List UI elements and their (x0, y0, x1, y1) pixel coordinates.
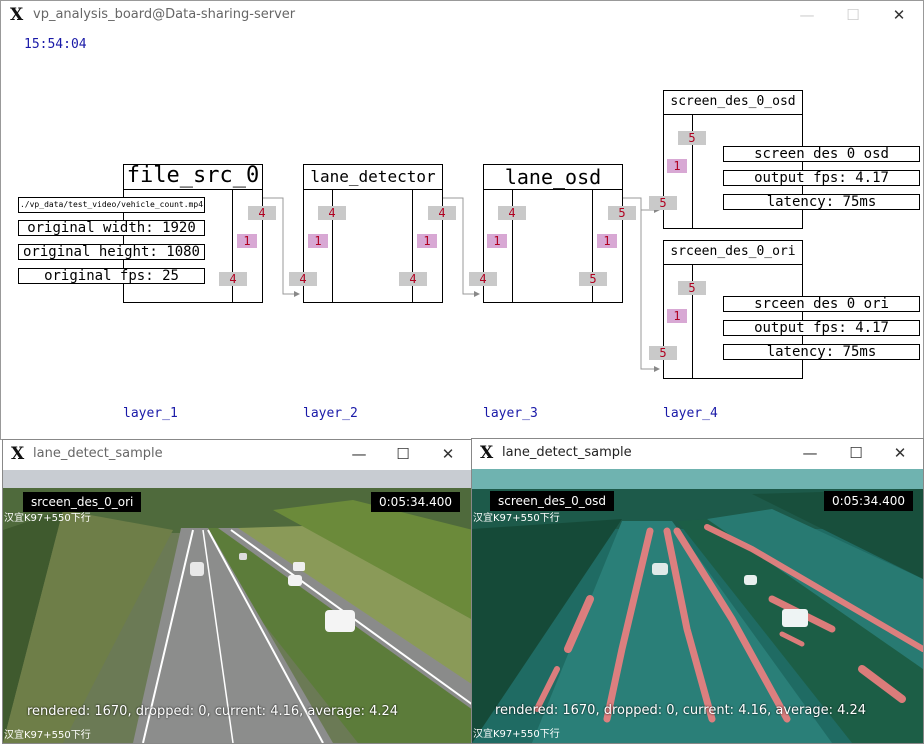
x11-app-icon: X (10, 5, 24, 25)
divider (304, 189, 442, 190)
port-badge: 4 (428, 206, 456, 220)
video-titlebar[interactable]: X lane_detect_sample — ☐ ✕ (472, 439, 923, 467)
prop-file-path: ./vp_data/test_video/vehicle_count.mp4 (18, 197, 205, 213)
port-badge: 1 (597, 234, 617, 248)
prop-original-height: original_height: 1080 (18, 244, 205, 260)
port-badge: 1 (667, 309, 687, 323)
port-badge: 4 (248, 206, 276, 220)
prop-screen-ori-latency: latency: 75ms (723, 344, 920, 360)
port-badge: 5 (649, 196, 677, 210)
port-badge: 5 (608, 206, 636, 220)
close-button[interactable]: ✕ (893, 444, 907, 462)
layer-label-4: layer_4 (663, 406, 718, 421)
main-titlebar[interactable]: X vp_analysis_board@Data-sharing-server … (1, 1, 923, 29)
render-stats: rendered: 1670, dropped: 0, current: 4.1… (27, 704, 399, 719)
prop-screen-ori-name: srceen_des_0_ori (723, 296, 920, 312)
stream-timestamp: 0:05:34.400 (824, 491, 913, 511)
prop-screen-ori-fps: output_fps: 4.17 (723, 320, 920, 336)
video-window-osd: X lane_detect_sample — ☐ ✕ (471, 438, 924, 744)
watermark-bottom: 汉宜K97+550下行 (473, 729, 560, 740)
node-title: lane_osd (504, 165, 602, 189)
video-frame: srceen_des_0_ori 0:05:34.400 汉宜K97+550下行… (3, 470, 471, 743)
main-window-title: vp_analysis_board@Data-sharing-server (33, 7, 296, 22)
main-window: X vp_analysis_board@Data-sharing-server … (0, 0, 924, 440)
watermark-top: 汉宜K97+550下行 (473, 513, 560, 524)
divider (512, 189, 513, 302)
divider (232, 189, 233, 302)
edge-detector-to-osd (443, 197, 480, 297)
prop-original-width: original_width: 1920 (18, 220, 205, 236)
edge-osd-to-screen-ori (623, 197, 660, 372)
port-badge: 1 (667, 159, 687, 173)
watermark-bottom: 汉宜K97+550下行 (4, 730, 91, 741)
x11-app-icon: X (480, 443, 494, 463)
video-window-ori: X lane_detect_sample — ☐ ✕ srceen_des_ (2, 439, 472, 744)
layer-label-2: layer_2 (303, 406, 358, 421)
divider (332, 189, 333, 302)
minimize-button[interactable]: — (802, 444, 818, 462)
divider (592, 189, 593, 302)
watermark-top: 汉宜K97+550下行 (4, 513, 91, 524)
node-title: srceen_des_0_ori (670, 244, 796, 259)
minimize-button[interactable]: — (799, 6, 815, 24)
close-button[interactable]: ✕ (441, 445, 455, 463)
prop-screen-osd-latency: latency: 75ms (723, 194, 920, 210)
node-title: screen_des_0_osd (670, 94, 796, 109)
video-frame: screen_des_0_osd 0:05:34.400 汉宜K97+550下行… (472, 469, 923, 743)
x11-app-icon: X (11, 444, 25, 464)
stream-label: srceen_des_0_ori (23, 492, 142, 512)
port-badge: 4 (498, 206, 526, 220)
node-title: lane_detector (310, 167, 436, 186)
maximize-button[interactable]: ☐ (849, 444, 863, 462)
maximize-button[interactable]: ☐ (396, 445, 410, 463)
divider (692, 264, 693, 378)
port-badge: 1 (237, 234, 257, 248)
prop-original-fps: original_fps: 25 (18, 268, 205, 284)
port-badge: 4 (289, 272, 317, 286)
layer-label-3: layer_3 (483, 406, 538, 421)
port-badge: 5 (678, 281, 706, 295)
divider (692, 114, 693, 228)
node-title: file_src_0 (126, 163, 260, 188)
port-badge: 5 (649, 346, 677, 360)
divider (664, 114, 802, 115)
clock-readout: 15:54:04 (24, 37, 87, 52)
port-badge: 4 (219, 272, 247, 286)
layer-label-1: layer_1 (123, 406, 178, 421)
divider (664, 264, 802, 265)
stream-label: screen_des_0_osd (490, 491, 614, 511)
prop-screen-osd-fps: output_fps: 4.17 (723, 170, 920, 186)
video-window-title: lane_detect_sample (502, 445, 632, 460)
port-badge: 4 (399, 272, 427, 286)
port-badge: 4 (469, 272, 497, 286)
highway-scene (3, 470, 471, 743)
render-stats: rendered: 1670, dropped: 0, current: 4.1… (495, 703, 867, 718)
port-badge: 5 (579, 272, 607, 286)
close-button[interactable]: ✕ (892, 6, 906, 24)
port-badge: 1 (487, 234, 507, 248)
stream-timestamp: 0:05:34.400 (371, 492, 460, 512)
divider (484, 189, 622, 190)
port-badge: 5 (678, 131, 706, 145)
divider (124, 189, 262, 190)
port-badge: 1 (417, 234, 437, 248)
video-window-title: lane_detect_sample (33, 446, 163, 461)
port-badge: 4 (318, 206, 346, 220)
prop-screen-osd-name: screen_des_0_osd (723, 146, 920, 162)
maximize-button[interactable]: ☐ (846, 6, 860, 24)
video-titlebar[interactable]: X lane_detect_sample — ☐ ✕ (3, 440, 471, 468)
port-badge: 1 (308, 234, 328, 248)
divider (412, 189, 413, 302)
minimize-button[interactable]: — (351, 445, 367, 463)
edge-src-to-detector (263, 197, 300, 297)
